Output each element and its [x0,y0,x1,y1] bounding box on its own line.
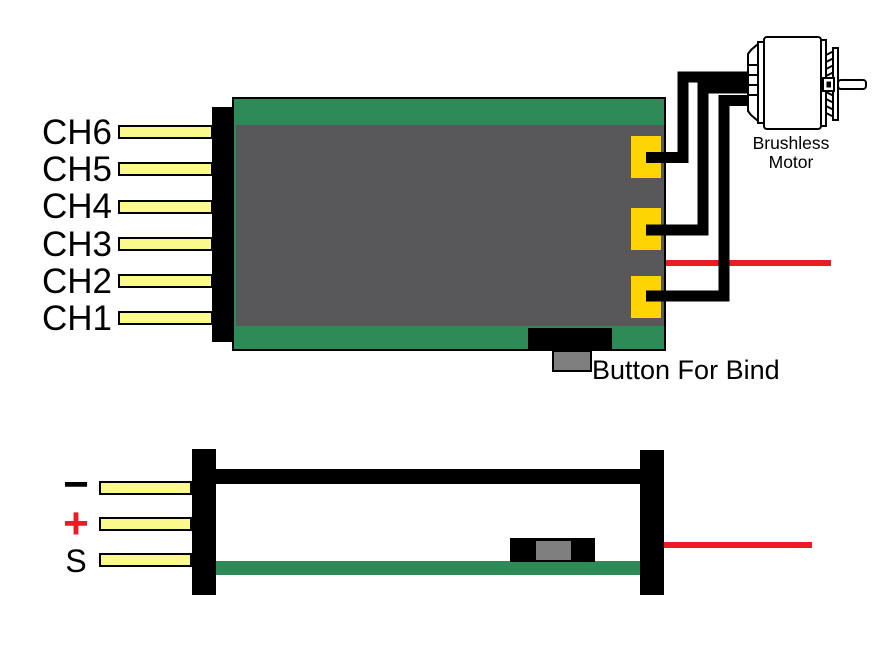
side-pin-plus [99,517,192,531]
side-view-top-bar [204,469,660,484]
motor-label-line1: Brushless [752,133,830,153]
motor-label-line2: Motor [768,152,814,172]
channel-pin-ch1 [118,311,213,325]
red-wire-top [666,260,831,266]
side-pin-minus [99,481,192,495]
channel-label-ch3: CH3 [41,225,112,264]
bind-button [552,350,592,372]
side-view-pcb [216,561,640,575]
motor-mount [747,41,759,124]
channel-pin-ch5 [118,162,213,176]
side-pin-label-signal: S [65,542,87,579]
bind-button-base [528,328,612,351]
motor-pad-3 [631,276,661,318]
channel-pin-ch2 [118,274,213,288]
channel-pin-ch4 [118,200,213,214]
motor-shaft [837,79,867,90]
channel-label-ch2: CH2 [41,262,112,301]
side-view-button [536,541,571,560]
motor-body [763,36,822,130]
channel-label-ch5: CH5 [41,150,112,189]
motor-pad-2 [631,208,661,250]
motor-label: Brushless Motor [721,134,861,172]
receiver-shield [236,125,664,326]
channel-label-ch1: CH1 [41,299,112,338]
channel-label-ch6: CH6 [41,113,112,152]
receiver-header-connector [212,107,233,342]
bind-button-label: Button For Bind [592,355,780,385]
channel-label-ch4: CH4 [41,187,112,226]
motor-pad-1 [631,136,661,178]
side-pin-signal [99,553,192,567]
side-pin-label-plus: + [63,499,89,548]
channel-pin-ch3 [118,237,213,251]
brushless-motor-illustration [747,36,867,130]
motor-set-screw [826,81,831,88]
side-pin-label-minus: − [63,460,89,509]
channel-pin-ch6 [118,125,213,139]
red-wire-side [664,542,812,548]
